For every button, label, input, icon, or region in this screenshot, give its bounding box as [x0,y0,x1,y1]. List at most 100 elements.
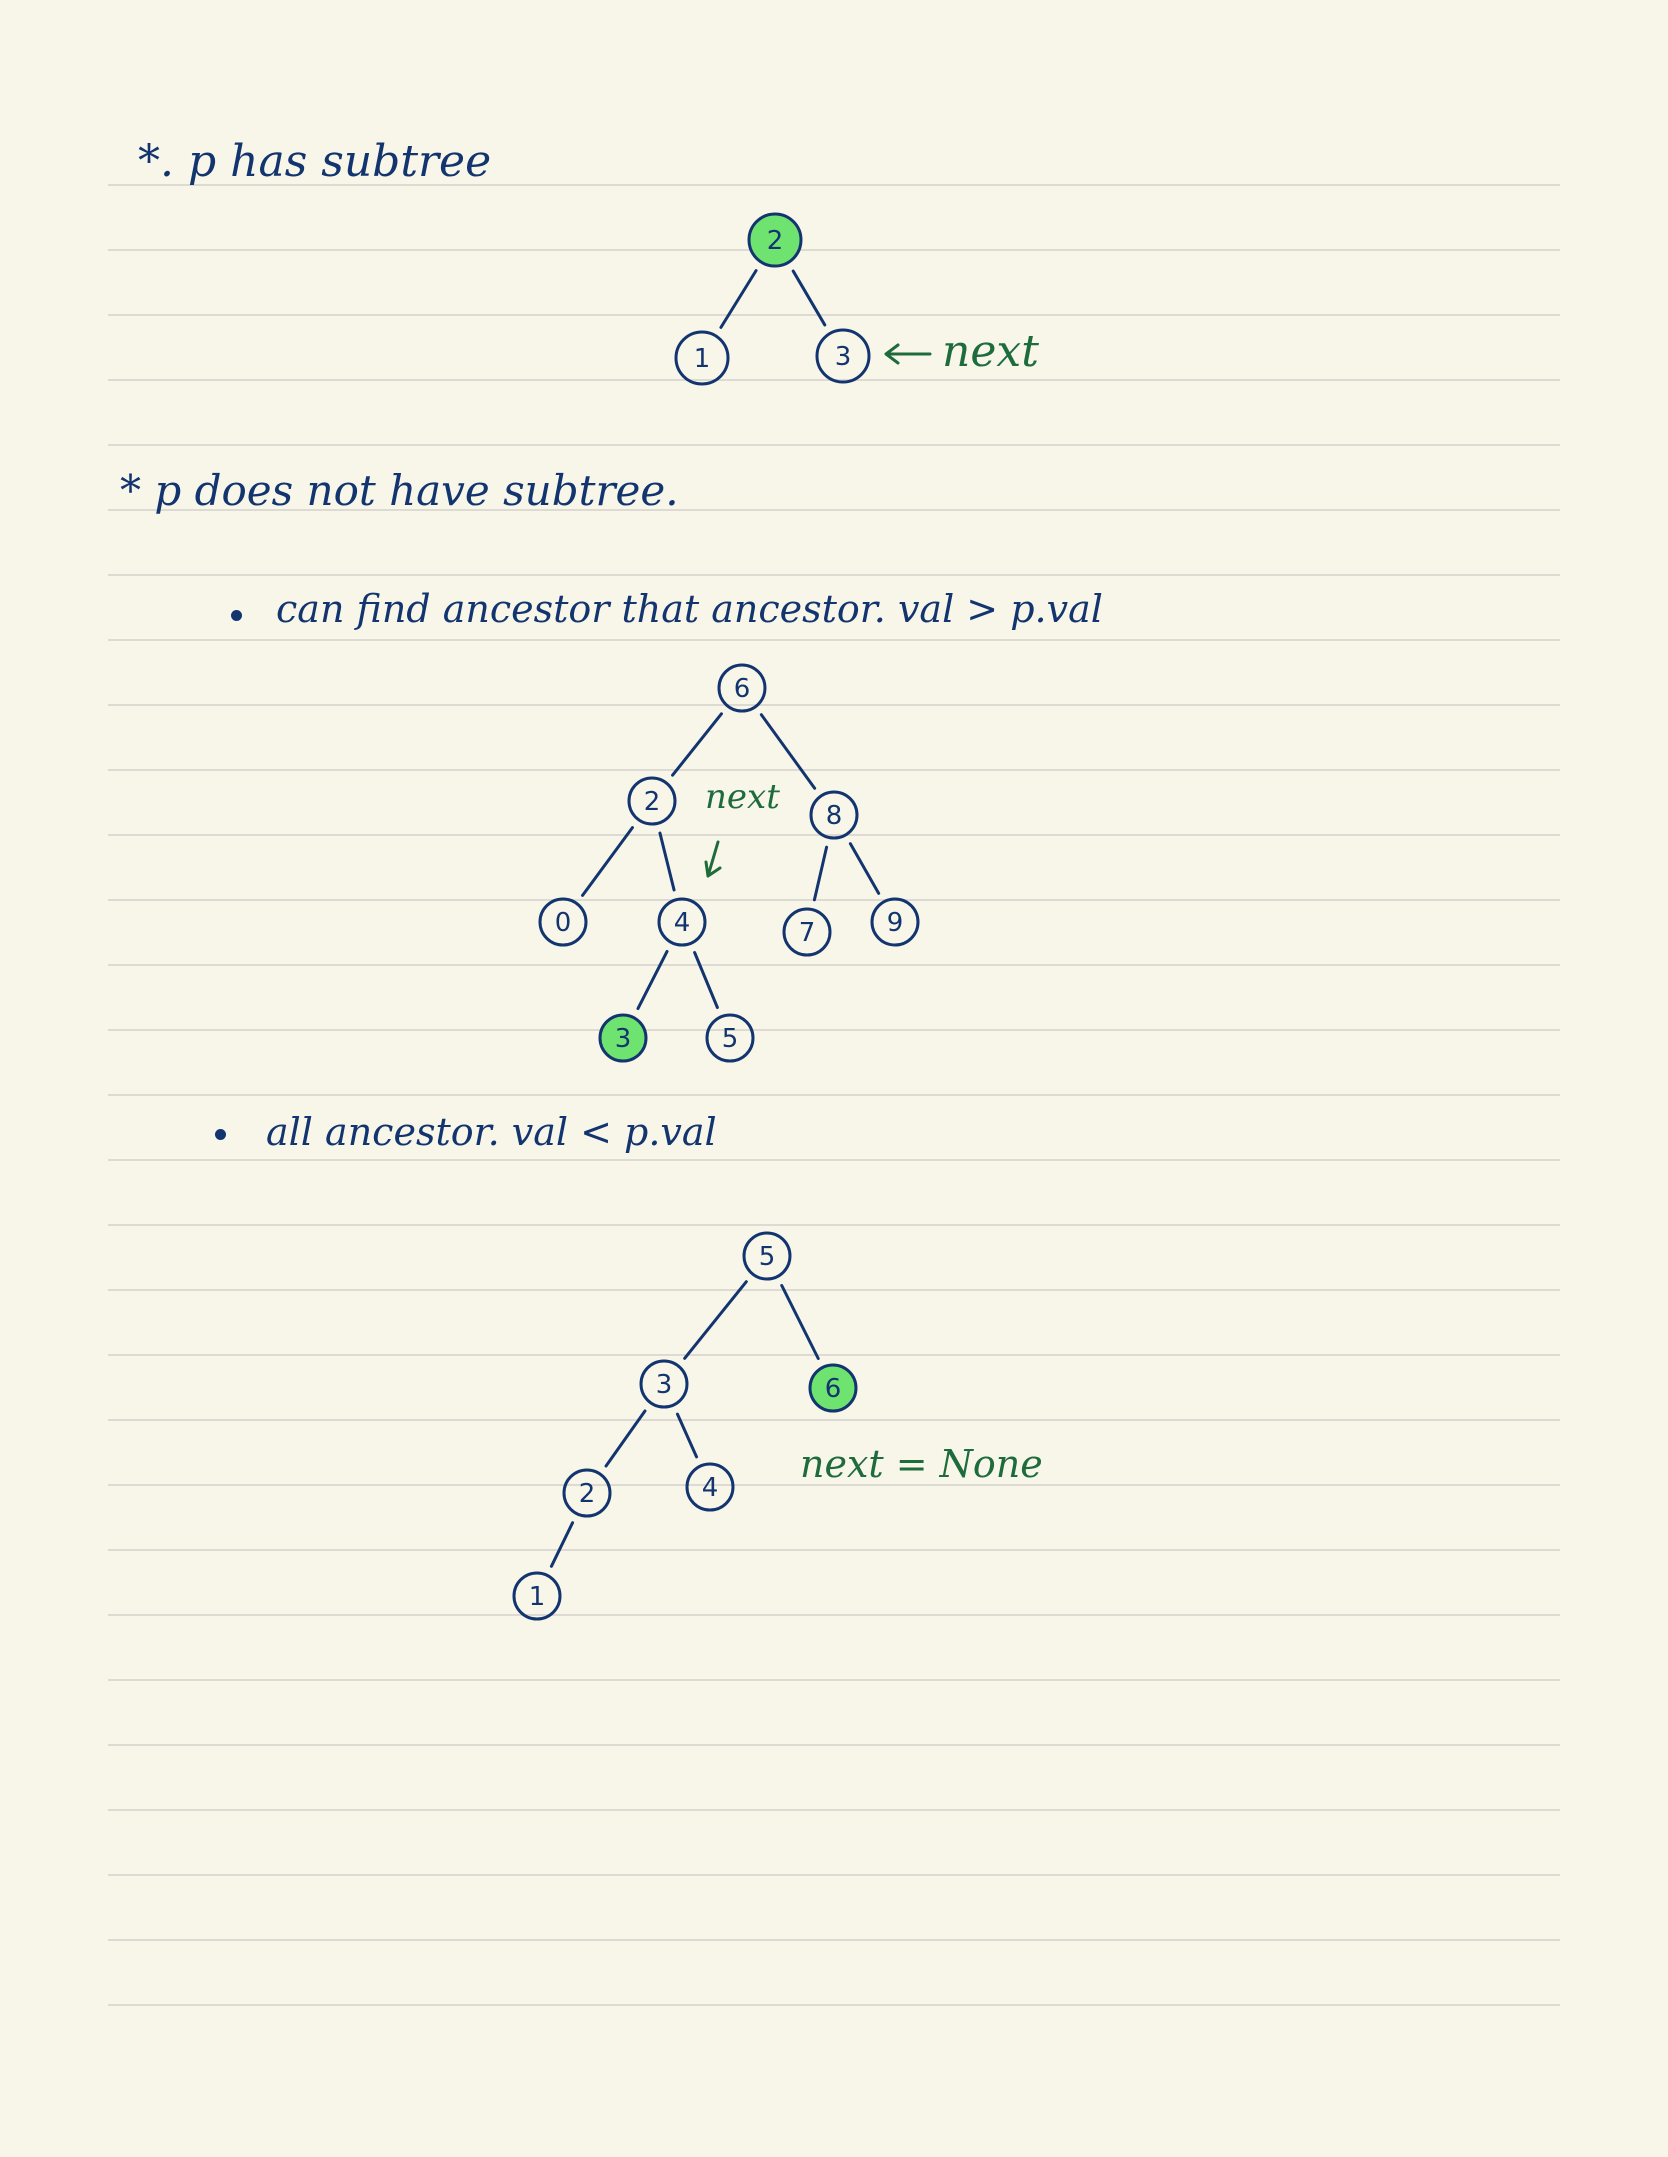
tree3-node-circle [742,1231,792,1281]
case1-bullet [231,610,242,621]
tree2-edge-2-4 [658,831,676,892]
ruled-line [108,1939,1560,1941]
tree2-node-5: 5 [705,1013,755,1063]
case1-next-label: next [705,777,780,817]
next-arrow-left-icon [884,343,932,365]
tree3-node-circle [639,1359,689,1409]
tree1-node-value: 1 [694,344,711,374]
tree2-node-9: 9 [870,897,920,947]
tree3-node-value: 2 [579,1479,596,1509]
tree1-edge-2-3 [791,269,827,327]
tree3-node-1: 1 [512,1571,562,1621]
ruled-line [108,574,1560,576]
tree2-edge-2-0 [581,826,634,897]
ruled-line [108,704,1560,706]
tree2-edge-8-9 [848,842,881,895]
tree2-node-7: 7 [782,907,832,957]
tree3-node-circle [512,1571,562,1621]
ruled-line [108,314,1560,316]
ruled-line [108,1224,1560,1226]
tree3-edge-2-1 [549,1521,575,1568]
tree2-node-4: 4 [657,897,707,947]
tree1-node-value: 2 [767,226,784,256]
tree3-edge-5-6 [780,1284,820,1360]
tree1-node-2: 2 [747,212,803,268]
ruled-line [108,249,1560,251]
tree3-edge-3-2 [604,1409,647,1468]
tree2-edge-6-2 [671,712,723,777]
ruled-line [108,1419,1560,1421]
tree1-node-3: 3 [815,328,871,384]
tree2-node-value: 7 [799,918,816,948]
tree2-edge-4-3 [636,949,669,1011]
tree2-node-value: 4 [674,908,691,938]
case2-next-label: next = None [800,1442,1043,1486]
tree3-node-value: 1 [529,1582,546,1612]
tree3-node-value: 6 [825,1374,842,1404]
tree3-node-3: 3 [639,1359,689,1409]
tree3-node-circle [808,1363,858,1413]
tree3-node-value: 5 [759,1242,776,1272]
ruled-line [108,1744,1560,1746]
ruled-line [108,964,1560,966]
ruled-line [108,1679,1560,1681]
tree1-node-value: 3 [835,342,852,372]
tree2-node-value: 9 [887,908,904,938]
section1-heading: *. p has subtree [138,136,492,187]
ruled-line [108,1874,1560,1876]
ruled-line [108,1809,1560,1811]
ruled-line [108,1029,1560,1031]
ruled-line [108,1289,1560,1291]
tree2-node-2: 2 [627,776,677,826]
tree2-node-circle [657,897,707,947]
tree2-node-value: 2 [644,787,661,817]
case2-text: all ancestor. val < p.val [266,1110,717,1154]
section1-next-label: next [942,326,1039,377]
ruled-line [108,834,1560,836]
tree2-node-circle [717,663,767,713]
ruled-line [108,444,1560,446]
tree3-node-value: 3 [656,1370,673,1400]
ruled-line [108,769,1560,771]
ruled-line [108,2004,1560,2006]
tree1-node-circle [747,212,803,268]
tree2-node-value: 5 [722,1024,739,1054]
tree1-node-1: 1 [674,330,730,386]
ruled-line [108,1484,1560,1486]
section2-heading: * p does not have subtree. [120,466,679,515]
ruled-line [108,639,1560,641]
ruled-line [108,1094,1560,1096]
tree2-node-value: 6 [734,674,751,704]
case1-text: can find ancestor that ancestor. val > p… [276,587,1103,631]
tree2-edge-8-7 [812,845,829,902]
ruled-line [108,1159,1560,1161]
tree2-edge-4-5 [693,950,719,1010]
tree2-node-0: 0 [538,897,588,947]
tree3-node-6: 6 [808,1363,858,1413]
tree3-node-value: 4 [702,1473,719,1503]
tree3-node-5: 5 [742,1231,792,1281]
tree3-node-2: 2 [562,1468,612,1518]
tree2-node-value: 3 [615,1024,632,1054]
ruled-line [108,1354,1560,1356]
tree3-edge-5-3 [683,1280,748,1360]
tree2-edge-6-8 [759,713,817,790]
tree2-node-6: 6 [717,663,767,713]
tree2-node-circle [870,897,920,947]
ruled-line [108,1614,1560,1616]
tree3-node-circle [562,1468,612,1518]
tree2-node-value: 0 [555,908,572,938]
tree2-node-circle [538,897,588,947]
tree2-node-circle [809,790,859,840]
tree3-node-4: 4 [685,1462,735,1512]
tree2-node-3: 3 [598,1013,648,1063]
tree2-node-circle [782,907,832,957]
tree2-node-8: 8 [809,790,859,840]
tree1-node-circle [815,328,871,384]
tree3-edge-3-4 [675,1412,699,1459]
ruled-line [108,184,1560,186]
tree2-node-value: 8 [826,801,843,831]
case2-bullet [215,1129,226,1140]
